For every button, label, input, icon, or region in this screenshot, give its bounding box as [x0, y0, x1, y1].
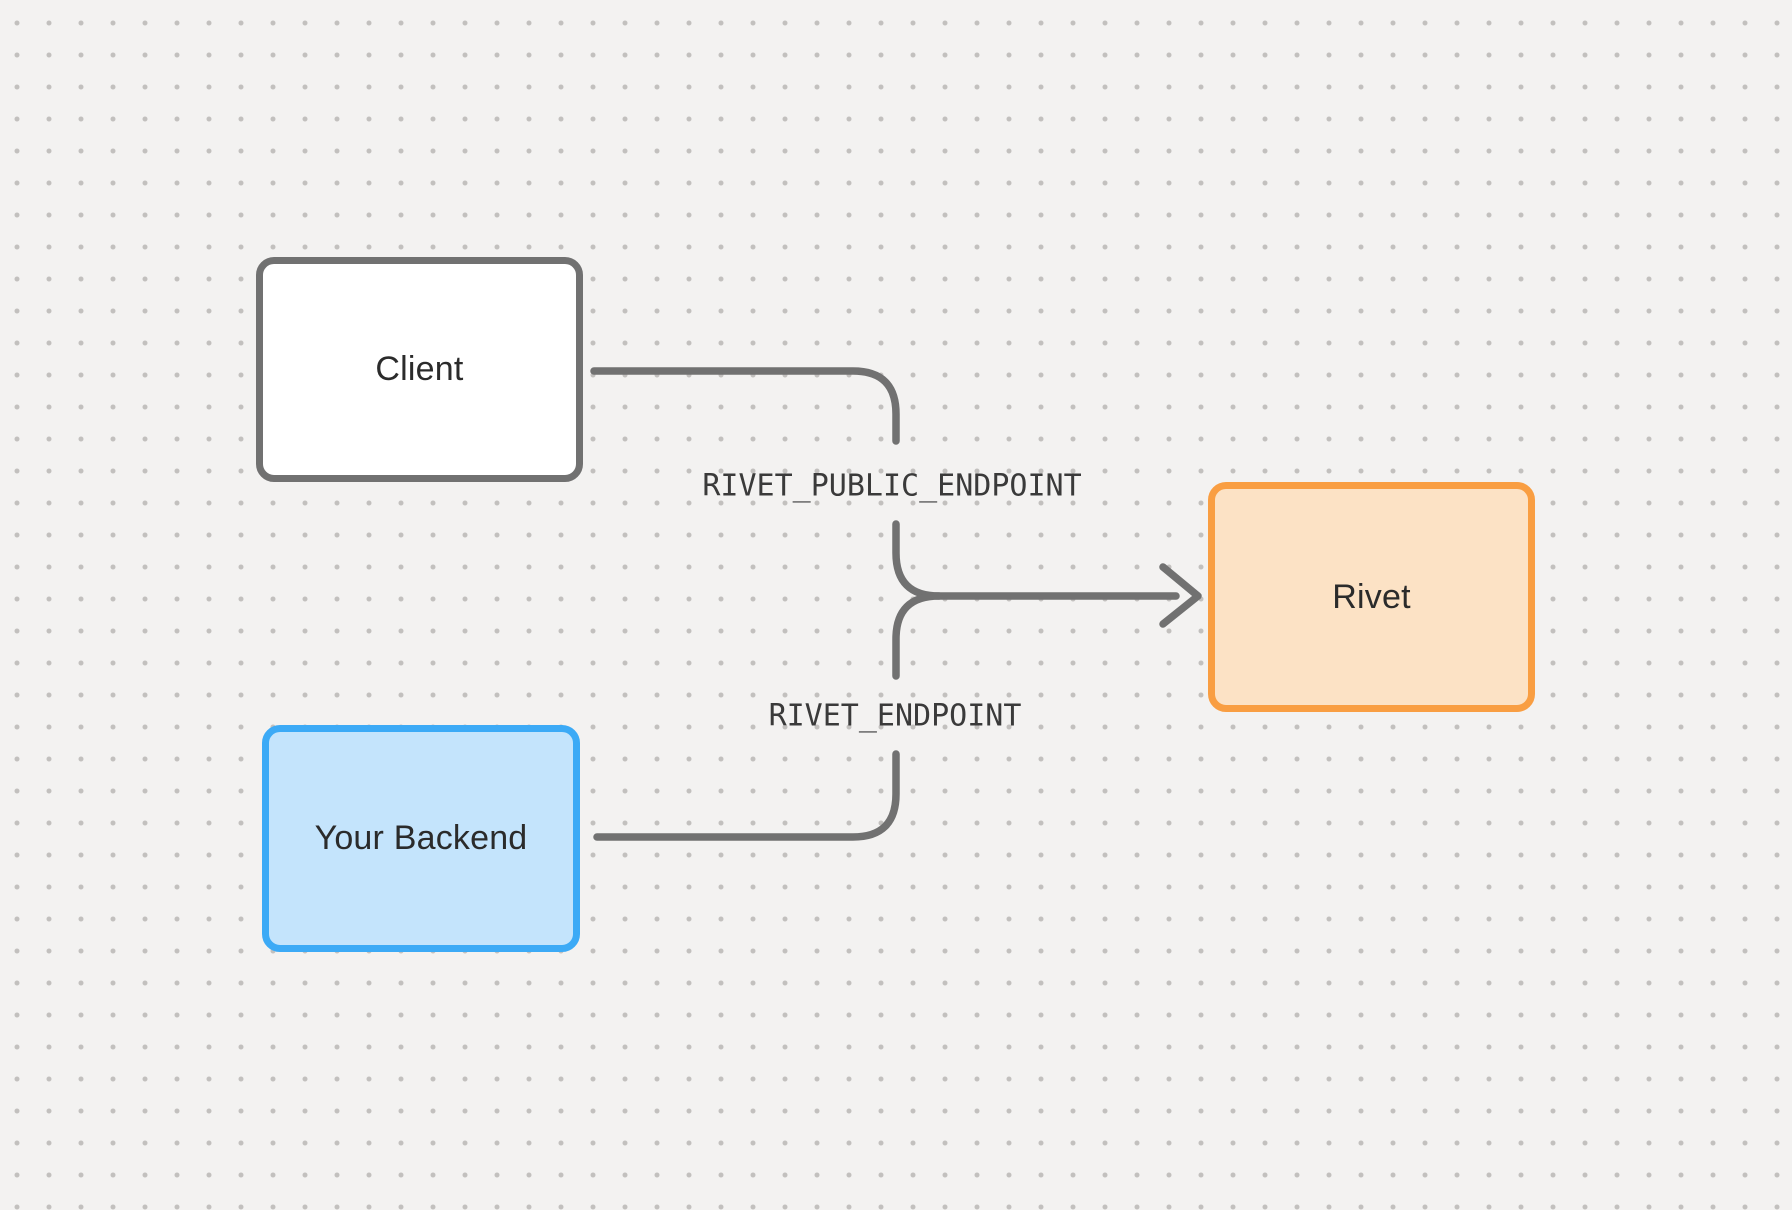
node-your-backend-label: Your Backend: [314, 819, 528, 857]
node-client-label: Client: [375, 350, 464, 388]
edge-backend-out-path: [593, 750, 900, 841]
arrowhead-icon: [1159, 563, 1202, 628]
edge-label-rivet-endpoint: RIVET_ENDPOINT: [768, 698, 1022, 734]
node-client: Client: [256, 257, 583, 482]
edge-label-rivet-public-endpoint: RIVET_PUBLIC_ENDPOINT: [702, 468, 1082, 504]
node-your-backend: Your Backend: [262, 725, 580, 952]
edge-backend-merge-path: [892, 592, 943, 680]
edge-client-out-path: [590, 367, 900, 445]
node-rivet-label: Rivet: [1332, 577, 1411, 616]
node-rivet: Rivet: [1208, 482, 1535, 712]
edge-client-merge-path: [892, 520, 1180, 600]
